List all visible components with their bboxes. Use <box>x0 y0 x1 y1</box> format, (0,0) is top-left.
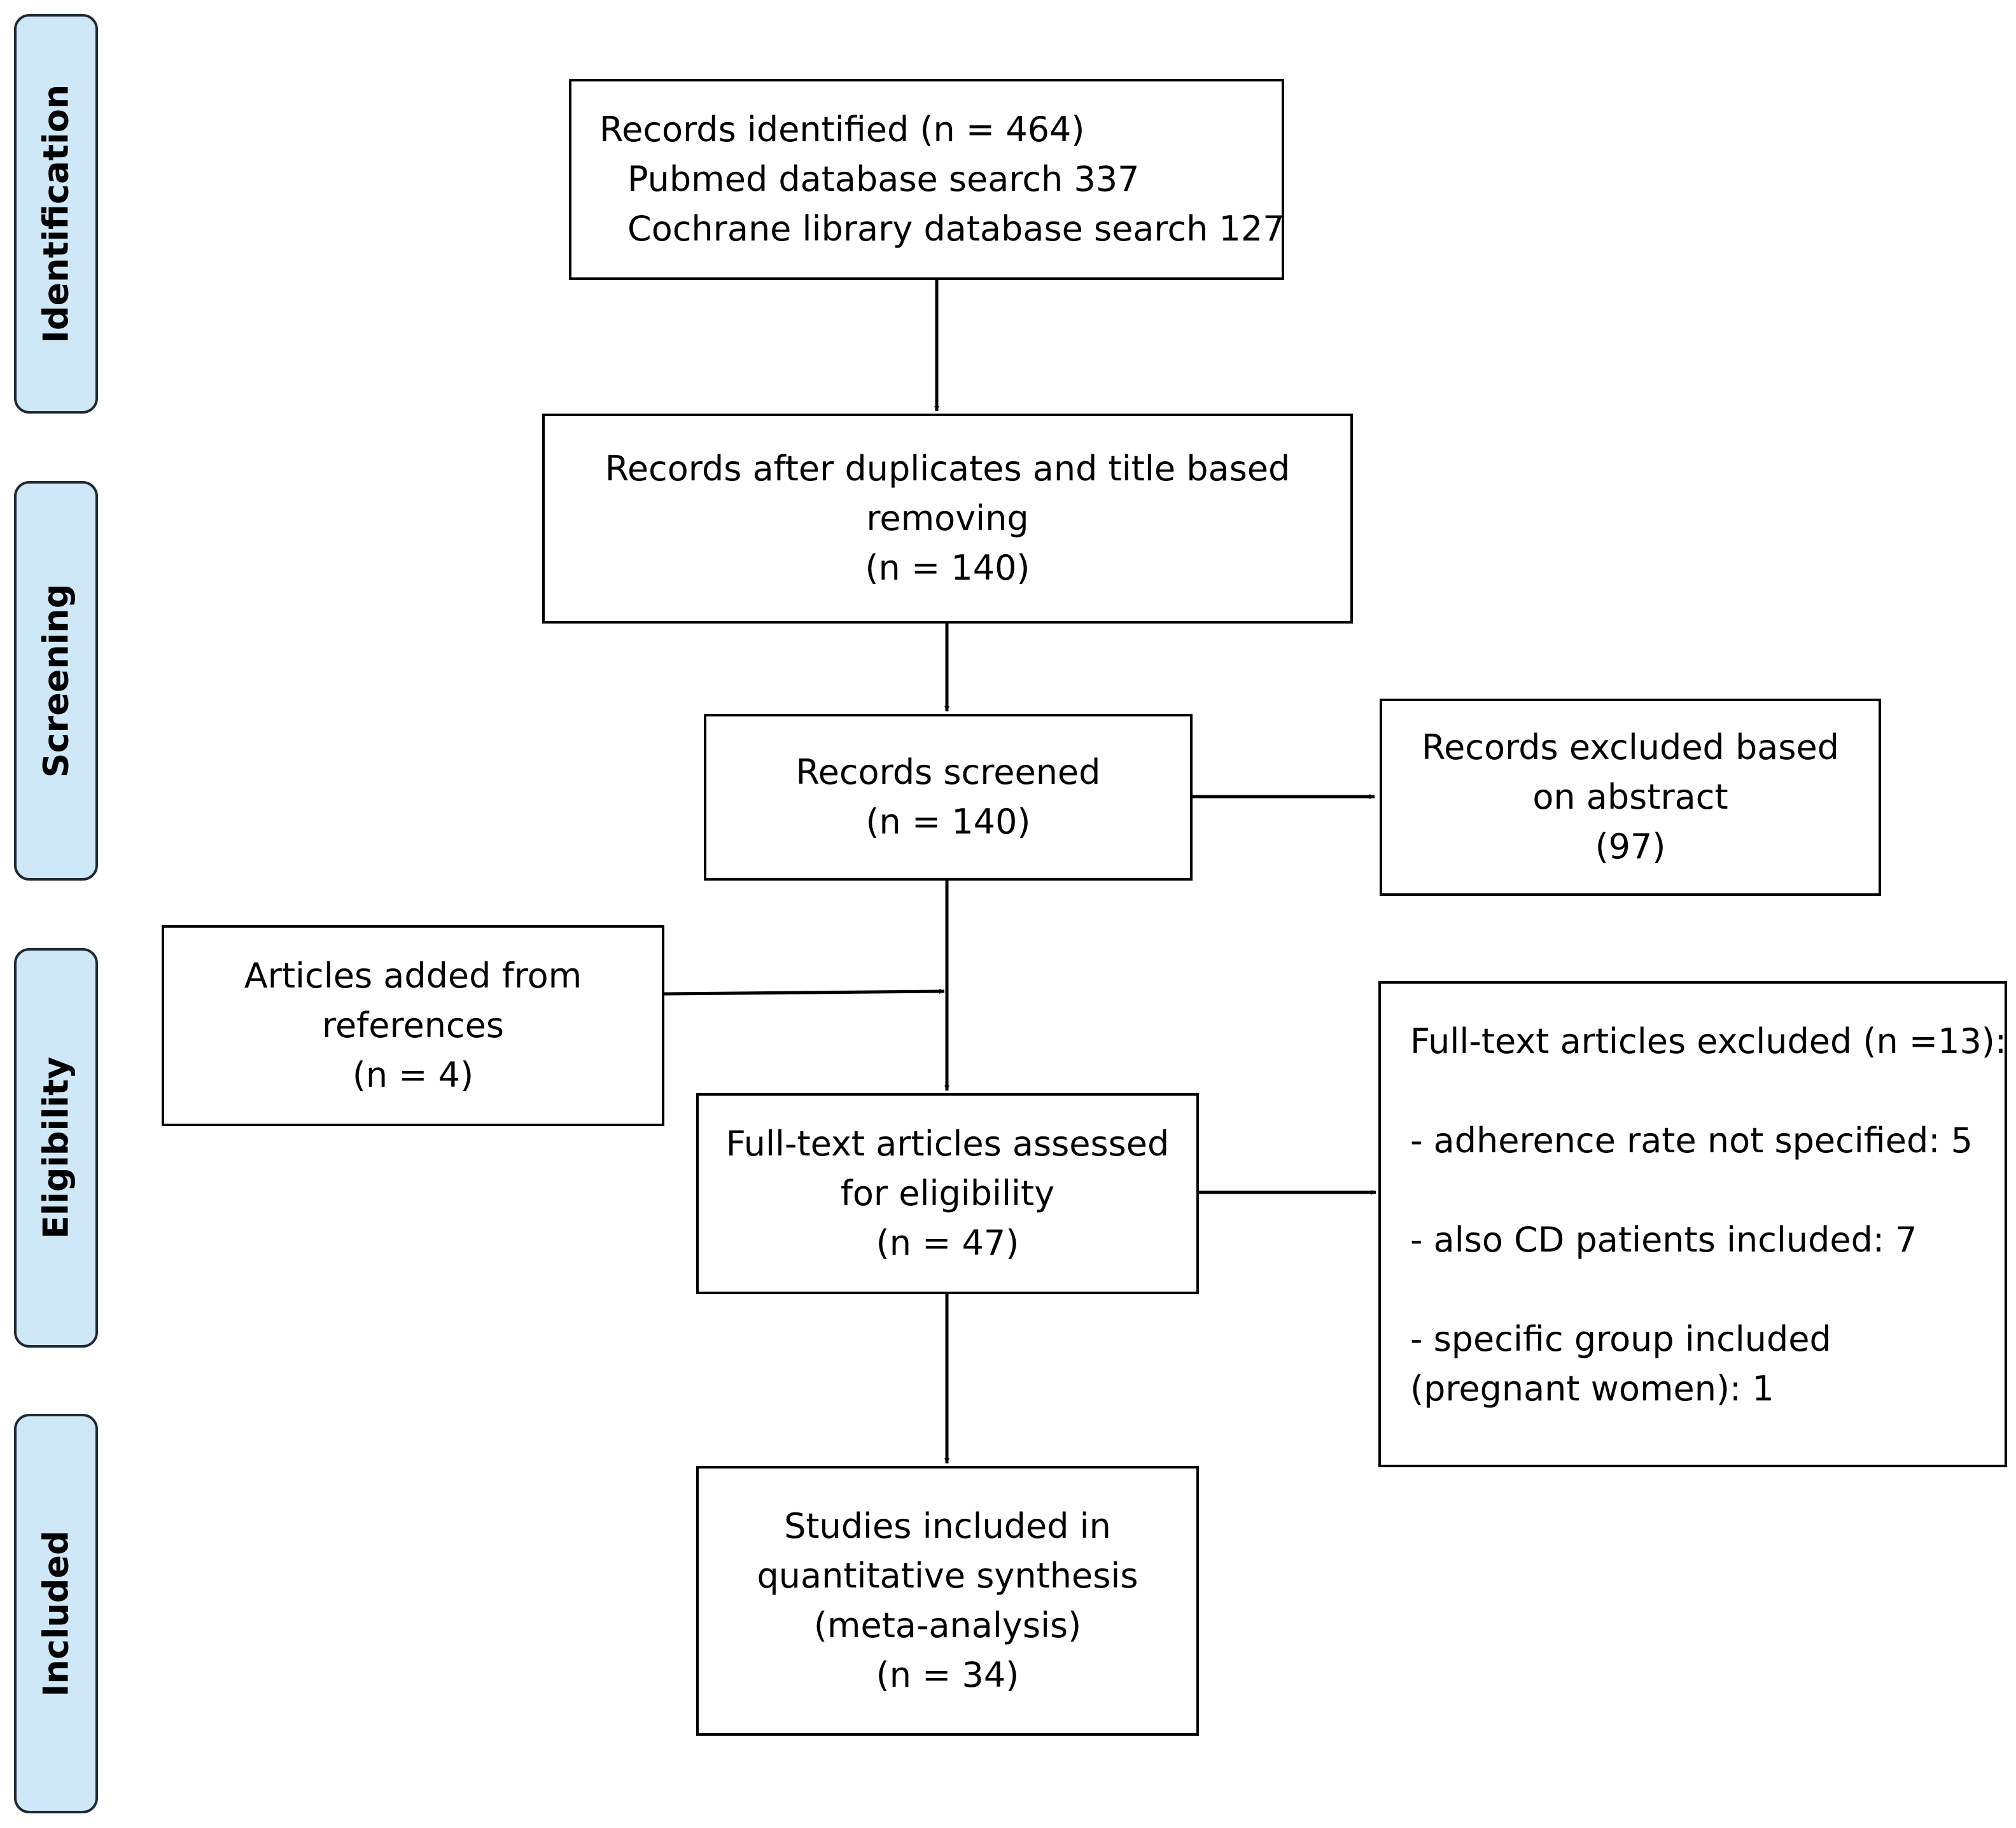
box-records-screened: Records screened (n = 140) <box>704 714 1193 881</box>
included-line2: quantitative synthesis <box>757 1556 1138 1596</box>
phase-eligibility-label: Eligibility <box>36 1056 76 1239</box>
added-references-line1: Articles added from <box>244 956 582 996</box>
fulltext-excluded-reason-adherence: - adherence rate not specified: 5 <box>1410 1120 1973 1161</box>
records-screened-label: Records screened <box>795 752 1101 792</box>
records-identified-total: Records identified (n = 464) <box>599 109 1085 150</box>
box-articles-added-references: Articles added from references (n = 4) <box>162 925 664 1126</box>
fulltext-assessed-count: (n = 47) <box>876 1223 1019 1263</box>
box-records-after-duplicates: Records after duplicates and title based… <box>542 414 1353 624</box>
records-identified-pubmed: Pubmed database search 337 <box>627 159 1140 199</box>
fulltext-excluded-reason-cd: - also CD patients included: 7 <box>1410 1220 1917 1260</box>
phase-screening-label: Screening <box>36 583 76 778</box>
arrow-added-references-to-flow <box>664 989 945 996</box>
phase-screening: Screening <box>14 481 98 881</box>
records-identified-cochrane: Cochrane library database search 127 <box>627 209 1285 249</box>
box-fulltext-excluded: Full-text articles excluded (n =13): - a… <box>1378 981 2007 1467</box>
box-studies-included: Studies included in quantitative synthes… <box>696 1466 1199 1736</box>
excluded-abstract-line2: on abstract <box>1532 777 1728 817</box>
phase-identification-label: Identification <box>36 84 76 344</box>
fulltext-assessed-line2: for eligibility <box>840 1173 1055 1213</box>
added-references-line2: references <box>322 1005 504 1045</box>
after-duplicates-line1: Records after duplicates and title based <box>605 449 1291 489</box>
phase-included-label: Included <box>36 1530 76 1697</box>
box-fulltext-assessed: Full-text articles assessed for eligibil… <box>696 1093 1199 1294</box>
included-line3: (meta-analysis) <box>813 1605 1082 1645</box>
fulltext-assessed-line1: Full-text articles assessed <box>725 1124 1170 1164</box>
box-records-excluded-abstract: Records excluded based on abstract (97) <box>1380 699 1881 896</box>
phase-eligibility: Eligibility <box>14 948 98 1348</box>
phase-included: Included <box>14 1414 98 1813</box>
fulltext-excluded-reason-group-detail: (pregnant women): 1 <box>1410 1369 1774 1409</box>
phase-identification: Identification <box>14 14 98 414</box>
fulltext-excluded-heading: Full-text articles excluded (n =13): <box>1410 1021 2007 1061</box>
box-records-identified: Records identified (n = 464) Pubmed data… <box>569 79 1285 280</box>
after-duplicates-count: (n = 140) <box>865 548 1030 588</box>
included-line1: Studies included in <box>784 1506 1111 1546</box>
fulltext-excluded-reason-group: - specific group included <box>1410 1319 1831 1359</box>
after-duplicates-line2: removing <box>866 498 1029 538</box>
included-count: (n = 34) <box>876 1655 1019 1695</box>
records-screened-count: (n = 140) <box>865 802 1031 842</box>
excluded-abstract-line1: Records excluded based <box>1421 727 1839 767</box>
added-references-count: (n = 4) <box>352 1055 474 1095</box>
excluded-abstract-count: (97) <box>1595 827 1666 867</box>
